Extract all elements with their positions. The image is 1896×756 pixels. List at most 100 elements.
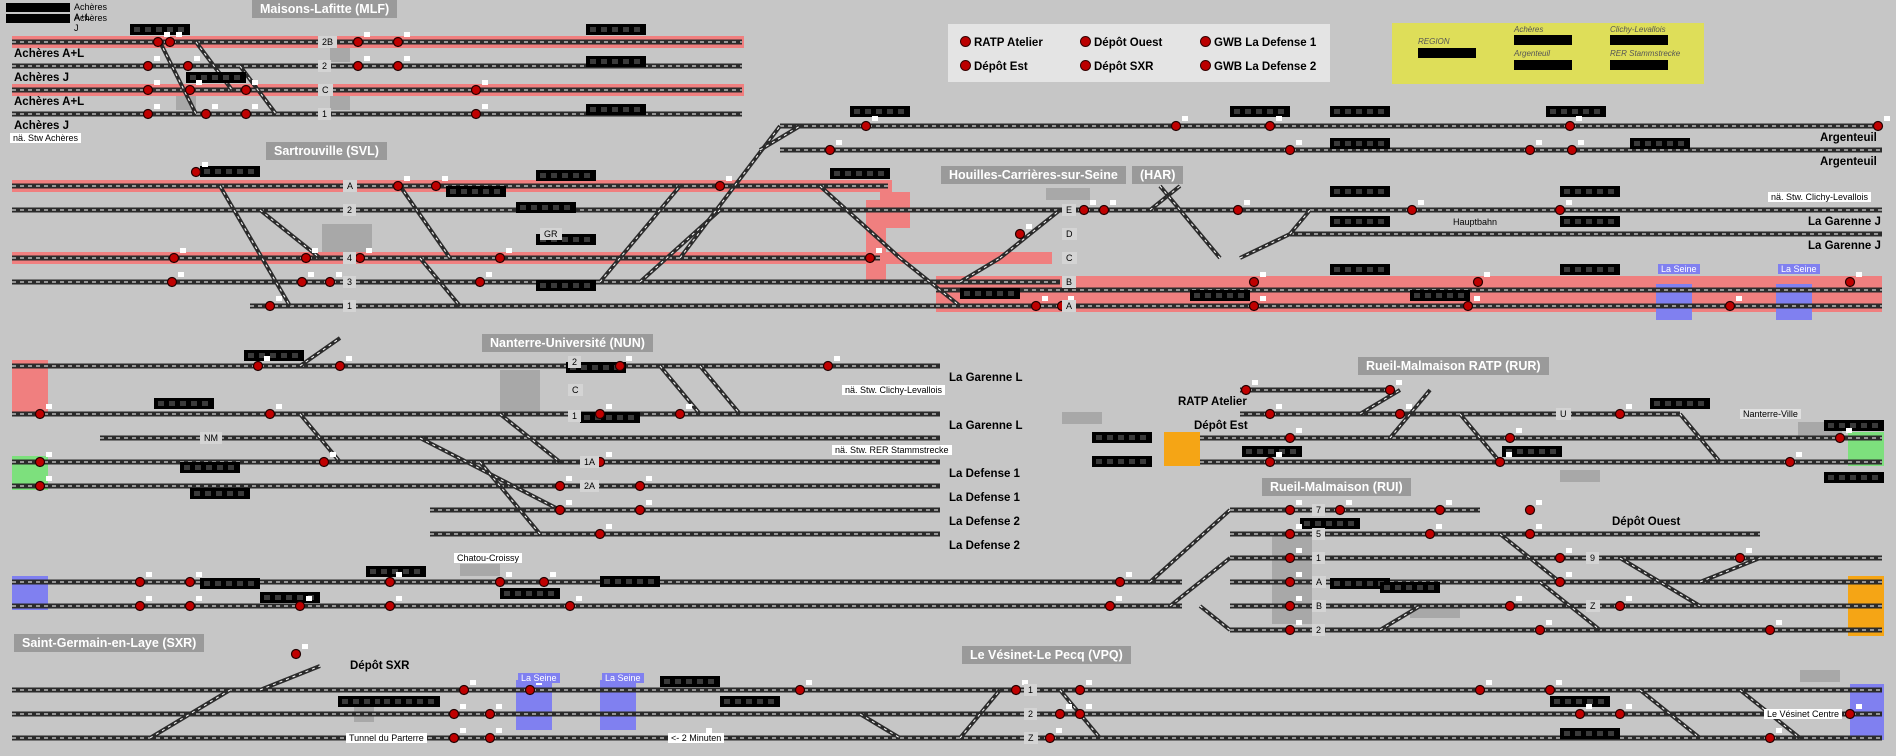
signal-icon [554,480,566,492]
display-digit [156,27,162,32]
signal-icon [1248,276,1260,288]
track-number-tag: GR [540,228,562,240]
signal-icon [264,300,276,312]
legend-depot-sxr-label: Dépôt SXR [1094,61,1154,73]
display-digit [768,699,774,704]
track-number-tag: A [1312,576,1327,588]
station-label-mlf[interactable]: Maisons-Lafitte (MLF) [252,0,398,18]
track-number-tag: 5 [1312,528,1326,540]
signal-plate [506,248,512,253]
signal-icon [166,276,178,288]
signal-icon [960,60,971,71]
station-label-har-code[interactable]: (HAR) [1132,166,1184,184]
signal-plate [1276,116,1282,121]
station-label-nun[interactable]: Nanterre-Université (NUN) [482,334,653,352]
signal-icon [484,732,496,744]
display-digit [180,401,186,406]
display-digit [1345,267,1351,272]
track-number-tag: 1 [318,108,332,120]
acheres-al-label: Achères A+L [74,2,108,22]
dest-acheres-al-1: Achères A+L [14,48,85,60]
signal-plate [364,56,370,61]
signal-icon [1764,624,1776,636]
display-digit [1118,459,1124,464]
signal-icon [1544,684,1556,696]
legend-ratp-atelier[interactable]: RATP Atelier [960,36,1043,49]
track-number-tag: 3 [343,276,357,288]
train-display-icon [1610,60,1668,70]
signal-icon [1030,300,1042,312]
display-digit [191,401,197,406]
signal-plate [1566,200,1572,205]
legend-depot-ouest[interactable]: Dépôt Ouest [1080,36,1162,49]
signal-plate [1346,500,1352,505]
display-digit [1216,293,1222,298]
display-digit [1118,435,1124,440]
display-digit [1645,141,1651,146]
signal-icon [474,276,486,288]
display-digit [1378,189,1384,194]
station-label-rui[interactable]: Rueil-Malmaison (RUI) [1262,478,1411,496]
dest-defense-2b: La Defense 2 [949,540,1020,552]
display-digit [1096,435,1102,440]
display-digit [194,491,200,496]
station-label-har[interactable]: Houilles-Carrières-sur-Seine [941,166,1126,184]
display-digit [1564,731,1570,736]
display-digit [1687,401,1693,406]
signal-icon [524,684,536,696]
display-digit [975,291,981,296]
legend-depot-est[interactable]: Dépôt Est [960,60,1028,73]
train-display-icon [1514,35,1572,45]
signal-plate [252,104,258,109]
station-label-svl[interactable]: Sartrouville (SVL) [266,142,387,160]
signal-icon [240,108,252,120]
legend-gwb-defense-2-label: GWB La Defense 2 [1214,61,1317,73]
legend-depot-sxr[interactable]: Dépôt SXR [1080,60,1153,73]
display-digit [1586,267,1592,272]
signal-plate [404,56,410,61]
signal-plate [1182,116,1188,121]
track-number-tag: 2A [580,480,600,492]
display-digit [1861,423,1867,428]
display-digit [1107,459,1113,464]
signal-icon [324,276,336,288]
legend-panel: RATP Atelier Dépôt Ouest GWB La Defense … [948,24,1330,82]
signal-plate [364,32,370,37]
display-digit [1550,449,1556,454]
signal-icon [1554,576,1566,588]
track-number-tag: 1 [1024,684,1038,696]
display-digit [623,59,629,64]
signal-plate [606,404,612,409]
signal-plate [196,80,202,85]
legend-gwb-defense-2[interactable]: GWB La Defense 2 [1200,60,1316,73]
display-digit [195,465,201,470]
signal-plate [396,596,402,601]
signal-icon [352,60,364,72]
station-label-sxr[interactable]: Saint-Germain-en-Laye (SXR) [14,634,205,652]
display-digit [1406,585,1412,590]
display-digit [353,699,359,704]
signal-icon [1264,408,1276,420]
signal-plate [1556,680,1562,685]
display-digit [856,171,862,176]
signal-icon [384,600,396,612]
display-digit [248,353,254,358]
station-label-vpq[interactable]: Le Vésinet-Le Pecq (VPQ) [962,646,1131,664]
display-digit [1356,581,1362,586]
track-number-tag: C [568,384,583,396]
track-number-tag: B [1062,276,1077,288]
signal-plate [404,176,410,181]
display-digit [551,173,557,178]
display-digit [286,595,292,600]
display-digit [1140,435,1146,440]
signal-plate [1566,548,1572,553]
display-digit [1608,189,1614,194]
signal-plate [1086,680,1092,685]
station-label-rur[interactable]: Rueil-Malmaison RATP (RUR) [1358,357,1549,375]
acheres-j-label: Achères J [74,13,108,33]
display-digit [964,291,970,296]
signal-icon [1284,552,1296,564]
legend-gwb-defense-1[interactable]: GWB La Defense 1 [1200,36,1316,49]
display-digit [494,189,500,194]
signal-icon [1394,408,1406,420]
